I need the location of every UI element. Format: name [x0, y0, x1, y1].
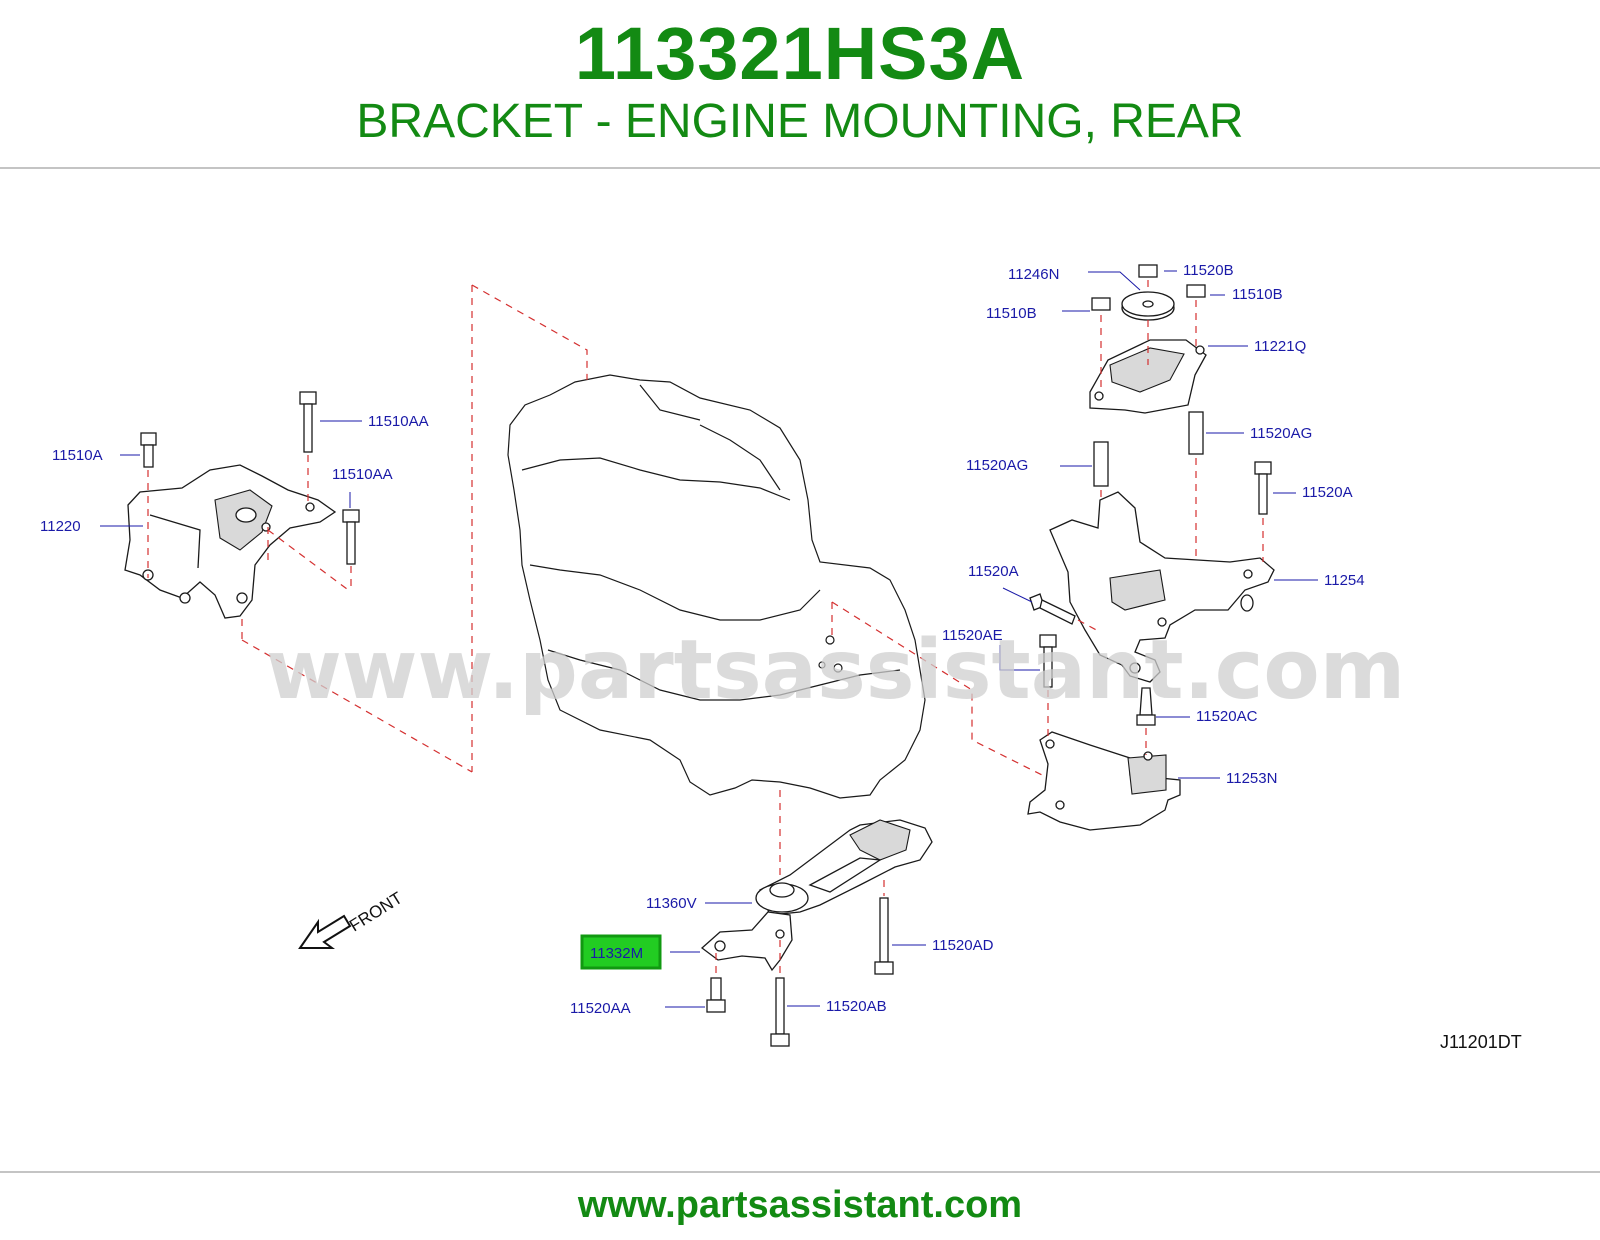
label-11510AA-top[interactable]: 11510AA	[368, 413, 429, 430]
bolt-11510AA-mid	[267, 509, 360, 593]
label-11520AC[interactable]: 11520AC	[1196, 708, 1258, 725]
parts-diagram: FRONT www.partsassistant.com 11246N 1152…	[0, 170, 1600, 1170]
rear-torque-rod-11360V	[755, 819, 933, 916]
nut-11520B	[1138, 264, 1158, 290]
stud-11520AG-left	[1093, 441, 1109, 562]
diagram-code: J11201DT	[1440, 1032, 1522, 1052]
top-divider	[0, 167, 1600, 169]
label-11520B[interactable]: 11520B	[1183, 262, 1234, 279]
washer-11246N	[1121, 291, 1175, 321]
label-11510A[interactable]: 11510A	[52, 447, 103, 464]
bolt-11510AA-top	[299, 391, 317, 504]
label-11254[interactable]: 11254	[1324, 572, 1365, 589]
watermark: www.partsassistant.com	[266, 623, 1405, 718]
part-number-title: 113321HS3A	[574, 12, 1026, 95]
bolt-11520A-left	[1029, 593, 1101, 633]
engine-outline	[507, 374, 926, 799]
bolt-11520A-right	[1254, 461, 1272, 562]
label-11520A-right[interactable]: 11520A	[1302, 484, 1353, 501]
label-11520AB[interactable]: 11520AB	[826, 998, 887, 1015]
label-11360V[interactable]: 11360V	[646, 895, 697, 912]
nut-11510B-right	[1186, 284, 1206, 346]
header: 113321HS3A BRACKET - ENGINE MOUNTING, RE…	[0, 0, 1600, 170]
bottom-divider	[0, 1171, 1600, 1173]
bolt-11520AA	[706, 953, 726, 1013]
label-11520AG-left[interactable]: 11520AG	[966, 457, 1028, 474]
bracket-11332M	[700, 911, 793, 972]
front-label: FRONT	[346, 888, 406, 935]
nut-11510B-left	[1091, 297, 1111, 392]
label-11520A-left[interactable]: 11520A	[968, 563, 1019, 580]
bolt-11520AB	[770, 940, 790, 1047]
highlight-box-11332M	[580, 934, 662, 970]
bracket-11253N	[1027, 731, 1181, 831]
label-11520AA[interactable]: 11520AA	[570, 1000, 631, 1017]
leader-lines	[100, 270, 1318, 1008]
bolt-11510A	[140, 432, 157, 578]
bolt-11520AC	[1136, 687, 1156, 755]
mount-insulator-11221Q	[1089, 339, 1207, 414]
label-11253N[interactable]: 11253N	[1226, 770, 1277, 787]
diagram-svg: FRONT www.partsassistant.com 11246N 1152…	[40, 262, 1522, 1052]
label-11332M[interactable]: 11332M	[590, 945, 643, 962]
label-11510B-left[interactable]: 11510B	[986, 305, 1037, 322]
label-11510AA-mid[interactable]: 11510AA	[332, 466, 393, 483]
bolt-11520AD	[874, 880, 894, 975]
left-engine-mount-11220	[124, 464, 337, 619]
label-11246N[interactable]: 11246N	[1008, 266, 1059, 283]
part-labels[interactable]: 11246N 11520B 11510B 11510B 11221Q 11520…	[40, 262, 1365, 1017]
label-11520AE[interactable]: 11520AE	[942, 627, 1003, 644]
label-11520AG-right[interactable]: 11520AG	[1250, 425, 1312, 442]
label-11221Q[interactable]: 11221Q	[1254, 338, 1306, 355]
label-11520AD[interactable]: 11520AD	[932, 937, 994, 954]
bolt-11520AE	[1039, 634, 1057, 740]
stud-11520AG-right	[1188, 411, 1204, 562]
part-name-subtitle: BRACKET - ENGINE MOUNTING, REAR	[356, 95, 1244, 148]
label-11510B-right[interactable]: 11510B	[1232, 286, 1283, 303]
front-arrow: FRONT	[298, 888, 406, 949]
label-11220[interactable]: 11220	[40, 518, 81, 535]
footer-url[interactable]: www.partsassistant.com	[577, 1184, 1023, 1226]
bracket-11254	[1049, 491, 1275, 683]
